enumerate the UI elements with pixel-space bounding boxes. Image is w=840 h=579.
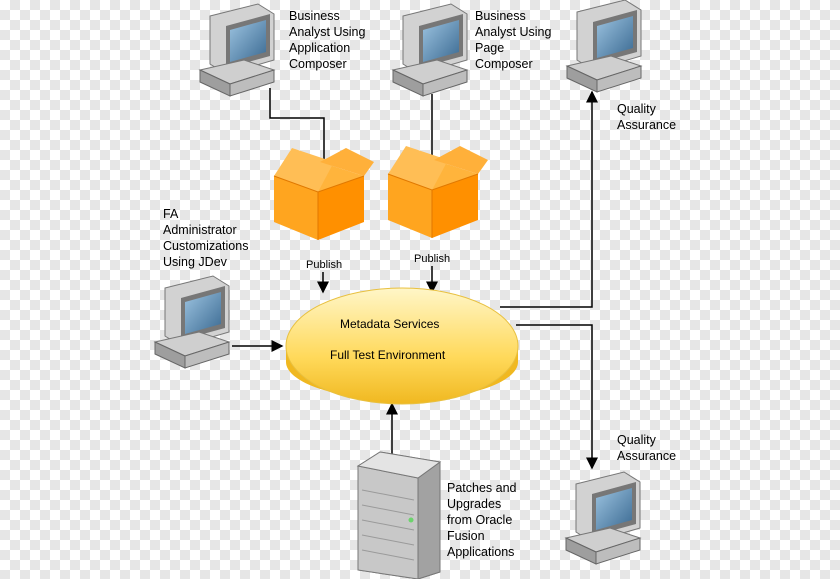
label-ba-app-composer: Business Analyst Using Application Compo… — [289, 9, 366, 71]
arrow-mds-to-qa-top — [500, 90, 598, 308]
label-qa-top: Quality Assurance — [617, 102, 677, 132]
arrow-mds-to-qa-bottom — [516, 324, 598, 470]
package-box-right-icon — [387, 145, 489, 239]
computer-ba-page-composer-icon — [392, 3, 468, 97]
label-metadata-services: Metadata Services — [340, 317, 440, 331]
label-patches: Patches and Upgrades from Oracle Fusion … — [447, 481, 517, 559]
label-qa-bottom: Quality Assurance — [617, 433, 677, 463]
metadata-services-cylinder — [285, 287, 519, 405]
label-fa-admin: FA Administrator Customizations Using JD… — [163, 207, 249, 269]
package-box-left-icon — [273, 147, 375, 241]
computer-fa-admin-icon — [154, 275, 230, 369]
computer-ba-app-composer-icon — [199, 3, 275, 97]
computer-qa-top-icon — [566, 0, 642, 93]
computer-qa-bottom-icon — [565, 471, 641, 565]
server-tower-icon — [356, 451, 442, 579]
label-ba-page-composer: Business Analyst Using Page Composer — [475, 9, 552, 71]
connectors — [232, 88, 598, 470]
label-full-test-environment: Full Test Environment — [330, 348, 446, 362]
line-ba-app-to-box — [269, 88, 325, 160]
label-publish-left: Publish — [306, 259, 343, 271]
label-publish-right: Publish — [414, 253, 451, 265]
